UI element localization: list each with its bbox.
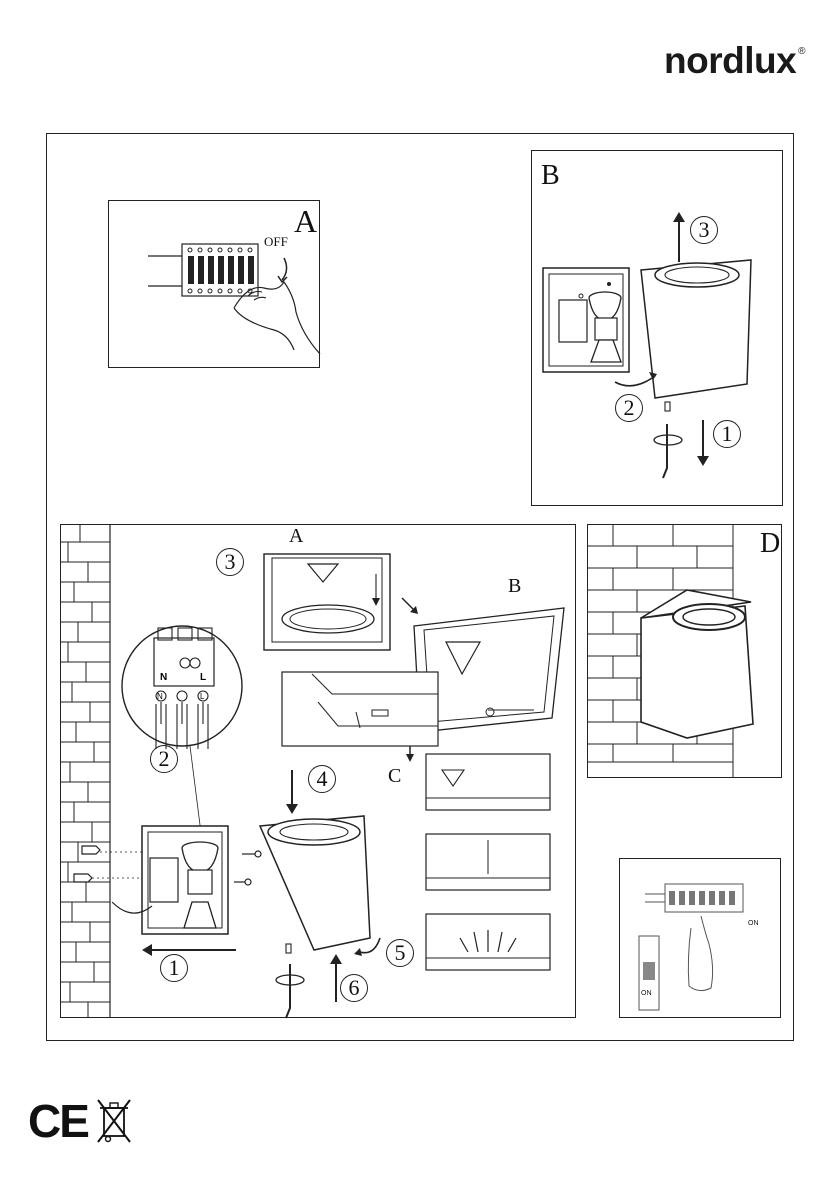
switch-on-label-top: ON (748, 920, 759, 927)
fuse-box-illustration (108, 200, 320, 368)
panel-c-illustration: N L N L (60, 524, 576, 1018)
panel-b-illustration (531, 150, 783, 506)
ce-mark: CE (28, 1098, 88, 1144)
registered-mark: ® (798, 46, 805, 57)
wire-l: L (200, 692, 205, 701)
weee-bin-icon (96, 1098, 132, 1144)
brand-name: nordlux (664, 40, 796, 81)
terminal-n: N (160, 672, 167, 683)
brand-logo: nordlux® (664, 40, 803, 82)
wire-n: N (157, 692, 163, 701)
switch-on-label-side: ON (641, 990, 652, 997)
terminal-l: L (200, 672, 206, 683)
panel-d-illustration (587, 524, 782, 778)
